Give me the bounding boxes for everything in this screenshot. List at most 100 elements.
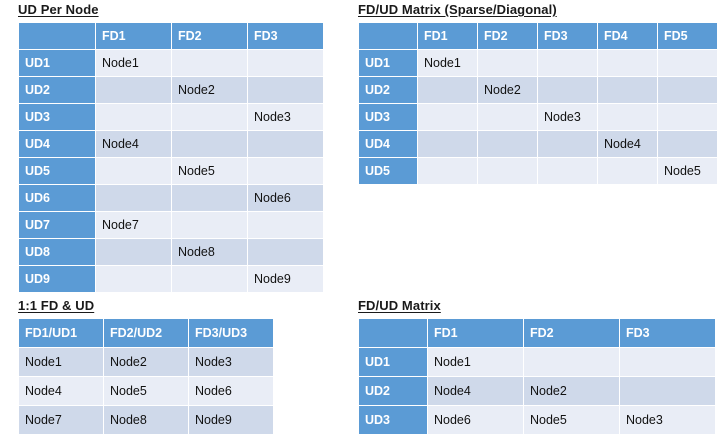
column-header-fd4: FD4 (598, 23, 657, 49)
cell-ud2-fd3 (538, 77, 597, 103)
cell-ud5-fd2: Node5 (172, 158, 247, 184)
cell-ud2-fd5 (658, 77, 717, 103)
row-label-ud2: UD2 (359, 77, 417, 103)
cell-ud5-fd2 (478, 158, 537, 184)
cell-ud8-fd3 (248, 239, 323, 265)
cell-ud2-fd3 (620, 377, 715, 405)
cell-ud5-fd5: Node5 (658, 158, 717, 184)
cell-ud9-fd1 (96, 266, 171, 292)
cell-r3-c2: Node8 (104, 406, 188, 434)
row-label-ud7: UD7 (19, 212, 95, 238)
table-sparse-matrix: FD1 FD2 FD3 FD4 FD5 UD1 Node1 UD2 Node2 (358, 22, 718, 185)
table-row: UD2 Node4 Node2 (359, 377, 715, 405)
row-label-ud1: UD1 (19, 50, 95, 76)
row-label-ud4: UD4 (19, 131, 95, 157)
table-row: UD5 Node5 (359, 158, 717, 184)
cell-ud4-fd1: Node4 (96, 131, 171, 157)
cell-r1-c3: Node3 (189, 348, 273, 376)
column-header-fd1: FD1 (418, 23, 477, 49)
row-label-ud5: UD5 (19, 158, 95, 184)
column-header-fd2: FD2 (172, 23, 247, 49)
cell-ud3-fd1 (418, 104, 477, 130)
row-label-ud3: UD3 (359, 406, 427, 434)
table-row: UD1 Node1 (19, 50, 323, 76)
column-header-fd3: FD3 (248, 23, 323, 49)
cell-ud1-fd3 (538, 50, 597, 76)
cell-ud2-fd1: Node4 (428, 377, 523, 405)
column-header-fd2: FD2 (524, 319, 619, 347)
row-label-ud1: UD1 (359, 348, 427, 376)
cell-ud1-fd3 (620, 348, 715, 376)
cell-ud4-fd5 (658, 131, 717, 157)
row-label-ud9: UD9 (19, 266, 95, 292)
row-label-ud2: UD2 (19, 77, 95, 103)
cell-ud4-fd3 (248, 131, 323, 157)
cell-ud2-fd2: Node2 (478, 77, 537, 103)
cell-ud3-fd1 (96, 104, 171, 130)
column-header-fd3-ud3: FD3/UD3 (189, 319, 273, 347)
panel-title-sparse-matrix: FD/UD Matrix (Sparse/Diagonal) (358, 2, 557, 17)
cell-ud1-fd2 (478, 50, 537, 76)
row-label-ud8: UD8 (19, 239, 95, 265)
panel-ud-per-node: UD Per Node FD1 FD2 FD3 UD1 Node1 UD2 No… (18, 2, 324, 293)
table-row: Node7 Node8 Node9 (19, 406, 273, 434)
column-header-fd1-ud1: FD1/UD1 (19, 319, 103, 347)
cell-ud3-fd5 (658, 104, 717, 130)
cell-ud3-fd3: Node3 (620, 406, 715, 434)
cell-ud3-fd4 (598, 104, 657, 130)
table-row: UD6 Node6 (19, 185, 323, 211)
table-corner-cell (359, 319, 427, 347)
cell-ud4-fd3 (538, 131, 597, 157)
cell-ud7-fd3 (248, 212, 323, 238)
column-header-fd3: FD3 (620, 319, 715, 347)
row-label-ud4: UD4 (359, 131, 417, 157)
cell-ud6-fd1 (96, 185, 171, 211)
table-header-row: FD1 FD2 FD3 (359, 319, 715, 347)
table-row: UD1 Node1 (359, 50, 717, 76)
cell-ud3-fd2 (478, 104, 537, 130)
cell-r2-c3: Node6 (189, 377, 273, 405)
cell-ud4-fd4: Node4 (598, 131, 657, 157)
column-header-fd5: FD5 (658, 23, 717, 49)
column-header-fd2-ud2: FD2/UD2 (104, 319, 188, 347)
table-corner-cell (19, 23, 95, 49)
cell-ud5-fd3 (248, 158, 323, 184)
cell-ud1-fd5 (658, 50, 717, 76)
table-row: Node1 Node2 Node3 (19, 348, 273, 376)
table-corner-cell (359, 23, 417, 49)
cell-ud3-fd2: Node5 (524, 406, 619, 434)
table-ud-per-node: FD1 FD2 FD3 UD1 Node1 UD2 Node2 UD3 Node (18, 22, 324, 293)
cell-ud2-fd1 (418, 77, 477, 103)
cell-ud1-fd4 (598, 50, 657, 76)
table-row: Node4 Node5 Node6 (19, 377, 273, 405)
table-row: UD2 Node2 (19, 77, 323, 103)
column-header-fd1: FD1 (428, 319, 523, 347)
table-row: UD1 Node1 (359, 348, 715, 376)
table-header-row: FD1/UD1 FD2/UD2 FD3/UD3 (19, 319, 273, 347)
cell-ud7-fd2 (172, 212, 247, 238)
table-row: UD9 Node9 (19, 266, 323, 292)
cell-ud4-fd2 (172, 131, 247, 157)
panel-title-one-to-one: 1:1 FD & UD (18, 298, 95, 313)
cell-ud6-fd3: Node6 (248, 185, 323, 211)
cell-ud4-fd2 (478, 131, 537, 157)
cell-ud8-fd1 (96, 239, 171, 265)
cell-r1-c1: Node1 (19, 348, 103, 376)
cell-ud8-fd2: Node8 (172, 239, 247, 265)
table-row: UD3 Node3 (359, 104, 717, 130)
cell-ud3-fd3: Node3 (538, 104, 597, 130)
cell-ud2-fd2: Node2 (524, 377, 619, 405)
table-header-row: FD1 FD2 FD3 FD4 FD5 (359, 23, 717, 49)
cell-ud5-fd4 (598, 158, 657, 184)
cell-ud9-fd3: Node9 (248, 266, 323, 292)
table-row: UD5 Node5 (19, 158, 323, 184)
cell-ud7-fd1: Node7 (96, 212, 171, 238)
cell-ud2-fd3 (248, 77, 323, 103)
cell-ud5-fd3 (538, 158, 597, 184)
table-fd-ud-matrix: FD1 FD2 FD3 UD1 Node1 UD2 Node4 Node2 UD… (358, 318, 716, 435)
cell-ud1-fd1: Node1 (418, 50, 477, 76)
row-label-ud5: UD5 (359, 158, 417, 184)
panel-title-ud-per-node: UD Per Node (18, 2, 99, 17)
table-row: UD4 Node4 (19, 131, 323, 157)
column-header-fd2: FD2 (478, 23, 537, 49)
